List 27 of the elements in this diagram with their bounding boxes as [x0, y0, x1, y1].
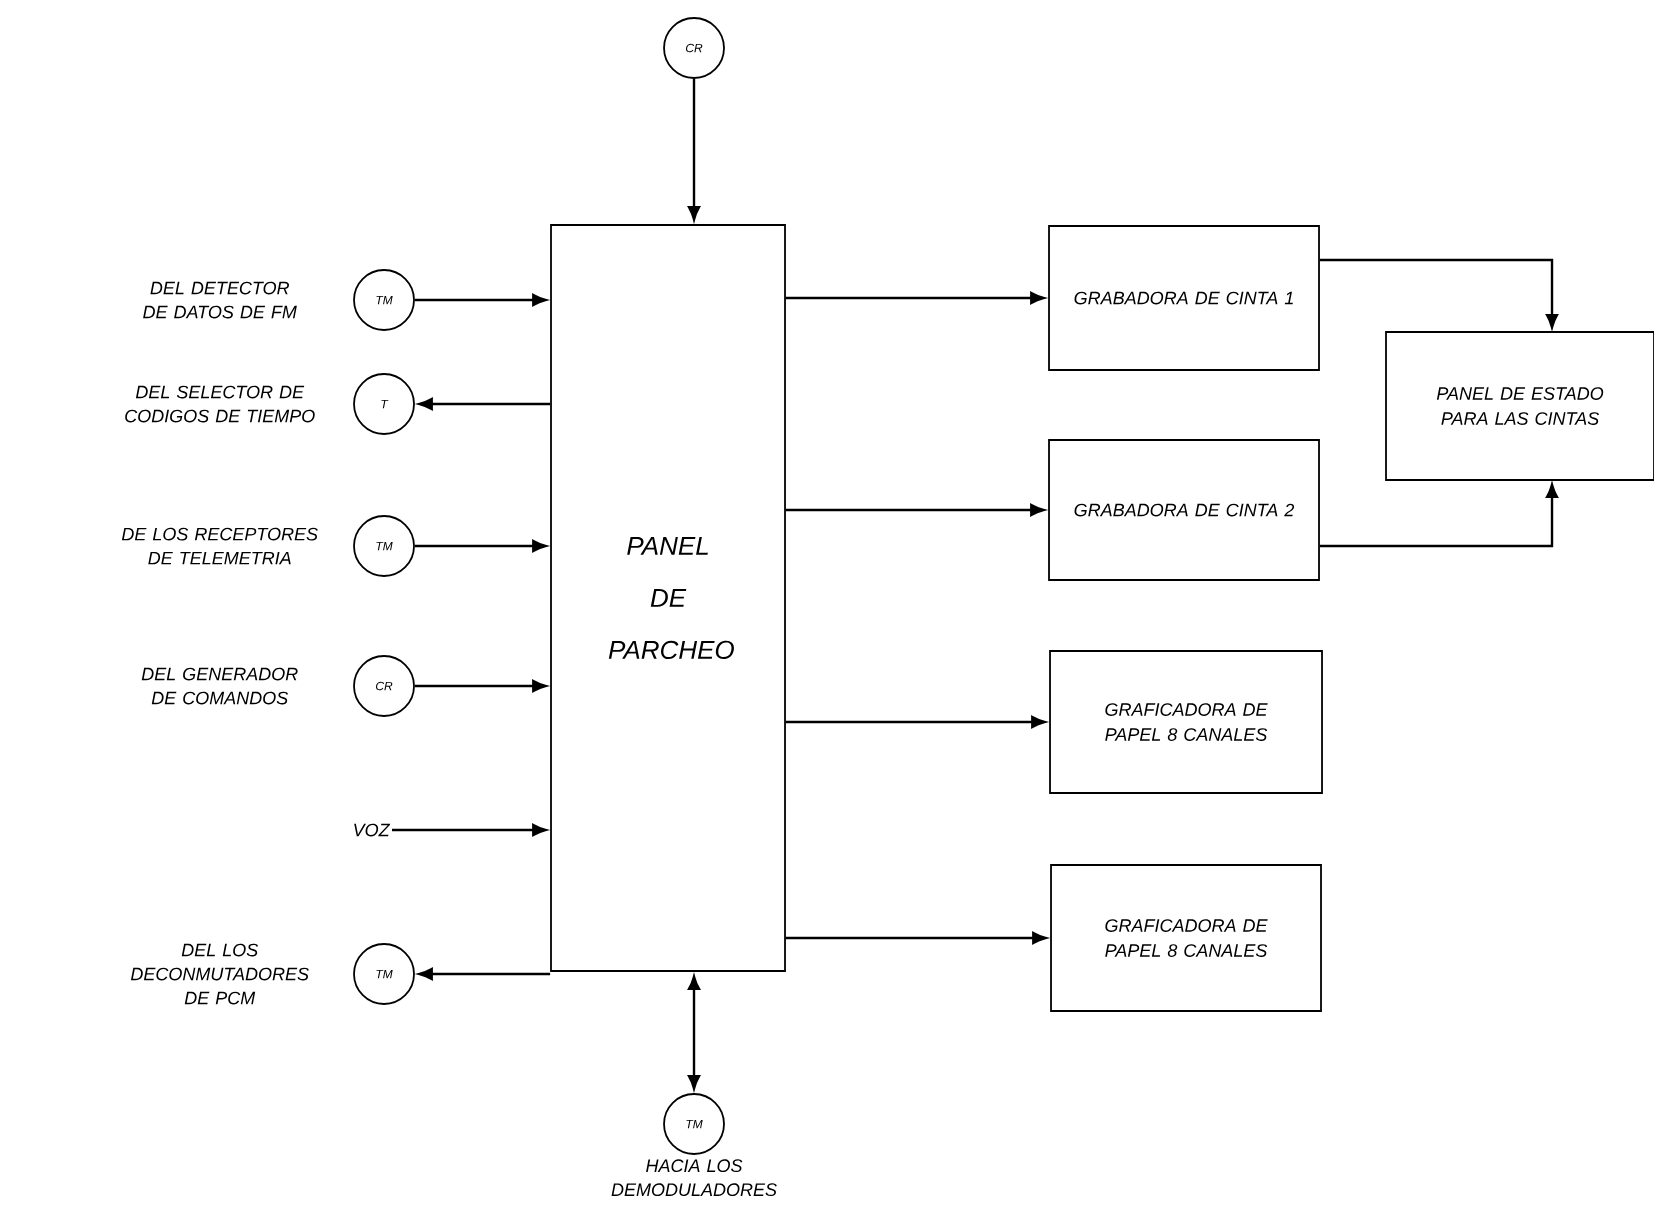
source-label: DEL DETECTOR DE DATOS DE FM: [143, 281, 297, 319]
block-box: GRAFICADORA DE PAPEL 8 CANALES: [1049, 650, 1323, 794]
block-box: GRAFICADORA DE PAPEL 8 CANALES: [1050, 864, 1322, 1012]
block-box: PANEL DE PARCHEO: [550, 224, 786, 972]
block-box: PANEL DE ESTADO PARA LAS CINTAS: [1385, 331, 1654, 481]
arrow: [418, 967, 551, 981]
source-label: HACIA LOS DEMODULADORES: [611, 1159, 777, 1197]
block-box: GRABADORA DE CINTA 1: [1048, 225, 1320, 371]
arrow: [414, 293, 547, 307]
arrow: [687, 78, 701, 221]
arrow: [785, 291, 1045, 305]
arrow: [418, 397, 551, 411]
input-label: VOZ: [354, 823, 391, 837]
arrow: [414, 539, 547, 553]
arrow: [414, 679, 547, 693]
arrow: [785, 503, 1045, 517]
source-label: DEL SELECTOR DE CODIGOS DE TIEMPO: [125, 385, 315, 423]
source-label: DEL GENERADOR DE COMANDOS: [141, 667, 298, 705]
arrow: [687, 975, 701, 1090]
arrow: [785, 715, 1046, 729]
source-label: DEL LOS DECONMUTADORES DE PCM: [130, 943, 309, 1005]
block-box: GRABADORA DE CINTA 2: [1048, 439, 1320, 581]
source-label: DE LOS RECEPTORES DE TELEMETRIA: [121, 527, 318, 565]
arrow: [785, 931, 1047, 945]
arrow: [1319, 258, 1559, 329]
arrow: [1319, 483, 1559, 548]
arrow: [392, 823, 547, 837]
